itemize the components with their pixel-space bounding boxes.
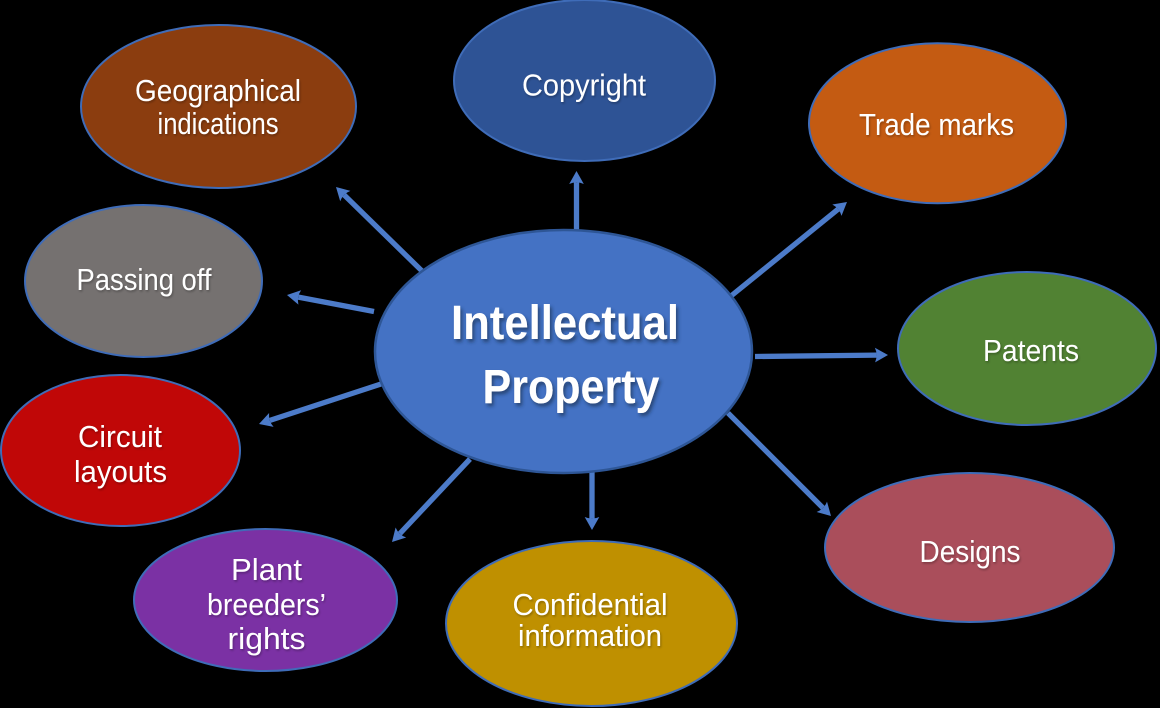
svg-text:Patents: Patents: [983, 333, 1079, 368]
svg-text:Confidential: Confidential: [513, 587, 668, 622]
svg-text:Plant: Plant: [231, 552, 302, 587]
svg-text:breeders’: breeders’: [207, 587, 326, 622]
svg-text:Designs: Designs: [920, 534, 1021, 569]
svg-text:Geographical: Geographical: [135, 73, 301, 108]
svg-text:layouts: layouts: [74, 454, 167, 489]
svg-text:Property: Property: [483, 361, 660, 414]
svg-text:Circuit: Circuit: [78, 419, 162, 454]
svg-text:Copyright: Copyright: [522, 68, 646, 103]
svg-text:indications: indications: [158, 106, 279, 141]
svg-text:rights: rights: [228, 621, 306, 656]
svg-text:Trade marks: Trade marks: [859, 107, 1014, 142]
svg-text:Passing off: Passing off: [77, 262, 212, 297]
svg-text:Intellectual: Intellectual: [451, 297, 679, 350]
svg-text:information: information: [518, 618, 662, 653]
